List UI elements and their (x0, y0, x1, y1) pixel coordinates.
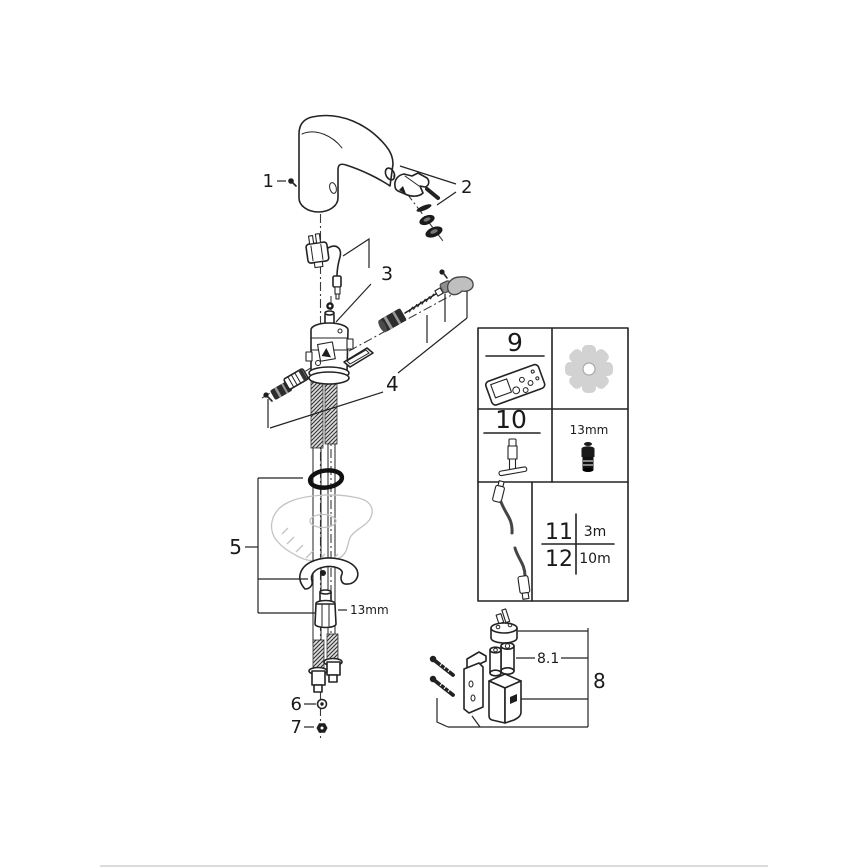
table-item-9: 9 (507, 328, 523, 357)
callout-1: 1 (263, 171, 274, 192)
sensor-window (329, 182, 337, 194)
table-item-12-length: 10m (579, 551, 610, 567)
battery-pack (489, 641, 515, 677)
callout-8: 8 (593, 669, 606, 693)
lever-handle (439, 276, 474, 296)
cable-length-subtable: 11 3m 12 10m (541, 513, 615, 575)
callout-5: 5 (229, 535, 242, 559)
part-6-washer: 6 (291, 694, 328, 715)
centerlines (261, 165, 471, 740)
callout-3: 3 (381, 263, 393, 285)
nut-size-label: 13mm (350, 603, 389, 617)
wall-bracket (463, 651, 487, 714)
part-7-nut: 7 (291, 717, 328, 738)
threaded-rod (404, 287, 444, 314)
part-2-aerator-assembly: 2 (384, 165, 472, 238)
remote-control-icon (484, 363, 546, 406)
part-8-battery-box: 8.1 8 (429, 608, 606, 728)
callout-2: 2 (461, 177, 472, 198)
table-item-11-length: 3m (584, 524, 607, 540)
mounting-pin-tool-icon (498, 438, 528, 477)
callout-4: 4 (386, 372, 399, 396)
faucet-body (298, 114, 394, 213)
callout-8-1: 8.1 (537, 651, 559, 667)
callout-7: 7 (291, 717, 302, 738)
part-1-screw: 1 (263, 171, 297, 192)
o-ring (307, 468, 345, 490)
part-3-sensor-cable: 3 (305, 233, 393, 323)
battery-housing (488, 673, 522, 724)
knurled-fitting (378, 308, 407, 333)
battery-cap (490, 608, 518, 644)
gear-icon (565, 345, 613, 393)
table-item-10: 10 (495, 405, 527, 434)
extension-cable-icon (492, 480, 531, 600)
table-socket-size: 13mm (570, 423, 609, 437)
horseshoe-washer (299, 557, 359, 590)
callout-6: 6 (291, 694, 302, 715)
part-4-cartridge-assembly: 4 (263, 269, 474, 429)
socket-13mm-icon (581, 442, 595, 472)
mounting-nut (314, 589, 337, 629)
sink-outline (270, 494, 373, 563)
mounting-screws-icon (429, 655, 455, 697)
table-item-11: 11 (545, 520, 573, 545)
table-item-12: 12 (545, 547, 573, 572)
hose-end-fittings (308, 657, 343, 693)
check-valve-light (283, 368, 309, 390)
accessory-table: 9 10 13 (477, 327, 629, 602)
part-5-mounting-set: 13mm 5 (229, 468, 389, 629)
